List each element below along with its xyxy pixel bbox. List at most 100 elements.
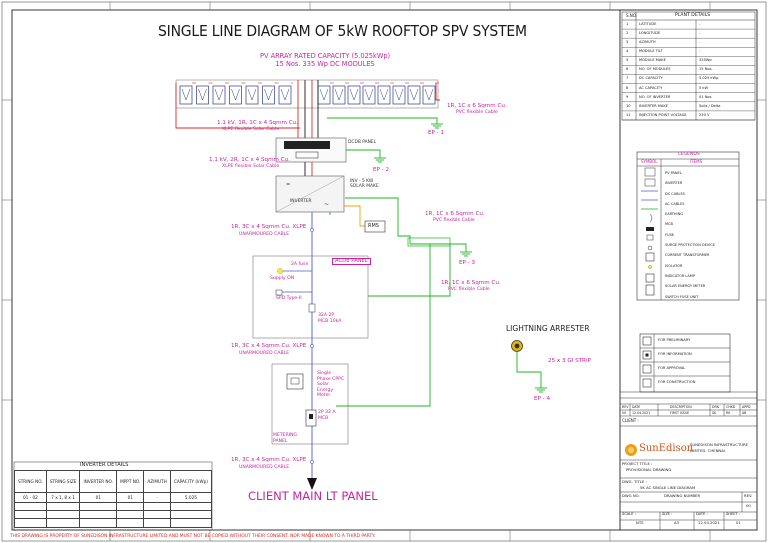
pv-module-diode: [264, 88, 273, 101]
company-logo-text: SunEdison: [639, 443, 694, 454]
rev-value: 00: [746, 503, 751, 508]
inverter-sub: SOLAR MAKE: [350, 184, 379, 189]
plant-row-no: 2: [626, 31, 629, 36]
revision-col: DATE: [632, 405, 641, 409]
cable-label-dc-string-2: XLPE flexible Solar Cable: [222, 127, 280, 132]
inverter-table-cell: -: [143, 492, 171, 503]
plant-row-param: LONGITUDE: [639, 31, 661, 36]
plant-row-value: -: [699, 31, 701, 36]
pv-modules-line: 15 Nos. 335 Wp DC MODULES: [275, 59, 375, 68]
mcb-ac-label: 32A 2P MCB 10kA: [318, 313, 342, 324]
inverter-table-header: STRING NO.: [14, 470, 47, 493]
revision-col: APPD: [742, 405, 751, 409]
pv-module: [407, 85, 421, 105]
pv-module: [422, 85, 436, 105]
svg-text:~: ~: [324, 201, 329, 208]
plant-row-param: DC CAPACITY: [639, 76, 663, 81]
metering-panel-box: [271, 363, 349, 445]
pv-module: [362, 85, 376, 105]
scale-value: NTS: [636, 520, 644, 525]
plant-row-value: -: [699, 40, 701, 45]
rms-box: [364, 220, 386, 233]
pv-module: [317, 85, 331, 105]
size-label: SIZE :: [662, 512, 673, 516]
revision-cell: FIRST ISSUE: [670, 411, 690, 415]
pv-module-diode: [231, 88, 240, 101]
plant-row-no: 8: [626, 85, 629, 90]
earth-cable-label-3b: PVC flexible Cable: [448, 287, 490, 292]
approval-list: FOR PRELIMINARY FOR INFORMATION FOR APPROV…: [658, 336, 695, 392]
dwg-title-value: 5K AC SINGLE LINE DIAGRAM: [640, 485, 696, 490]
legend-item: DC CABLES: [665, 191, 685, 196]
plant-row: 2 LONGITUDE -: [622, 29, 755, 38]
ep4-label: EP - 4: [534, 396, 551, 402]
company-name-2: LIMITED, CHENNAI: [690, 448, 725, 453]
legend-item: INDICATOR LAMP: [665, 273, 695, 278]
metering-label: METERING PANEL: [273, 433, 298, 444]
inverter-table-header: INVERTER NO.: [79, 470, 118, 493]
ep1-label: EP - 1: [428, 130, 445, 136]
ep3-label: EP - 3: [459, 260, 476, 266]
inverter-table-header: CAPACITY (kWp): [169, 470, 213, 493]
legend-item: SWITCH FUSE UNIT: [665, 294, 699, 299]
inverter-table-header: AZIMUTH: [143, 470, 171, 493]
rms-label: RMS: [368, 223, 379, 229]
approval-item: FOR PRELIMINARY: [658, 338, 691, 342]
inverter-rating: INV - 5 KW: [350, 179, 374, 184]
inverter-table-cell: 01: [79, 492, 118, 503]
fuse-2a-label: 2A fuse: [291, 262, 309, 267]
pv-module: [392, 85, 406, 105]
pv-module: [377, 85, 391, 105]
ac-cable-label-2: 1R, 3C x 4 Sqmm Cu. XLPE: [231, 343, 307, 349]
revision-cell: AB: [742, 411, 747, 415]
revision-cell: 12.04.2021: [632, 411, 651, 415]
plant-row-param: AZIMUTH: [639, 40, 656, 45]
gi-strip-label: 25 x 3 GI STRIP: [548, 358, 591, 364]
inner-border: [11, 9, 758, 531]
revision-col: CHKD: [726, 405, 736, 409]
cable-label-dc-main: 1.1 kV, 2R, 1C x 4 Sqmm Cu.: [209, 157, 290, 163]
legend-item: CURRENT TRANSFORMER: [665, 253, 710, 258]
legend-frame: [636, 151, 740, 301]
ep2-label: EP - 2: [373, 167, 390, 173]
ac-cable-label-1b: UNARMOURED CABLE: [239, 232, 290, 237]
pv-module: [347, 85, 361, 105]
earth-cable-label-3: 1R, 1C x 6 Sqmm Cu.: [441, 280, 501, 286]
pv-module-diode: [409, 88, 419, 101]
pv-capacity-line: PV ARRAY RATED CAPACITY (5.025kWp): [260, 52, 391, 60]
footer-disclaimer: THIS DRAWING IS PROPERTY OF SUNEDISON IN…: [10, 534, 376, 539]
pv-module-diode: [198, 88, 207, 101]
legend-col-item: ITEMS: [690, 159, 703, 164]
dwg-no-label: DWG NO.: [622, 493, 640, 498]
sheet-value: 01: [736, 520, 741, 525]
ac-cable-label-1: 1R, 3C x 4 Sqmm Cu. XLPE: [231, 224, 307, 230]
revision-cell: SK: [712, 411, 717, 415]
pv-module: [196, 85, 209, 105]
pv-module: [229, 85, 242, 105]
legend-item: FUSE: [665, 232, 675, 237]
legend-col-symbol: SYMBOL: [641, 159, 658, 164]
plant-details-title: PLANT DETAILS: [675, 13, 711, 18]
approval-item: FOR INFORMATION: [658, 352, 692, 356]
approval-frame: [639, 333, 731, 393]
lightning-arrester-label: LIGHTNING ARRESTER: [506, 324, 590, 333]
revision-cell: RK: [726, 411, 731, 415]
plant-row-no: 3: [626, 40, 629, 45]
acdb-panel-box: [252, 255, 369, 339]
pv-module: [278, 85, 292, 105]
plant-row-param: NO. OF INVERTER: [639, 94, 671, 99]
client-label: CLIENT :: [622, 418, 639, 423]
plant-row-param: INJECTION POINT VOLTAGE: [639, 112, 687, 117]
size-value: A3: [674, 520, 680, 525]
approval-item: FOR APPROVAL: [658, 366, 686, 370]
client-panel-label: CLIENT MAIN LT PANEL: [248, 489, 378, 503]
plant-row-no: 9: [626, 94, 629, 99]
